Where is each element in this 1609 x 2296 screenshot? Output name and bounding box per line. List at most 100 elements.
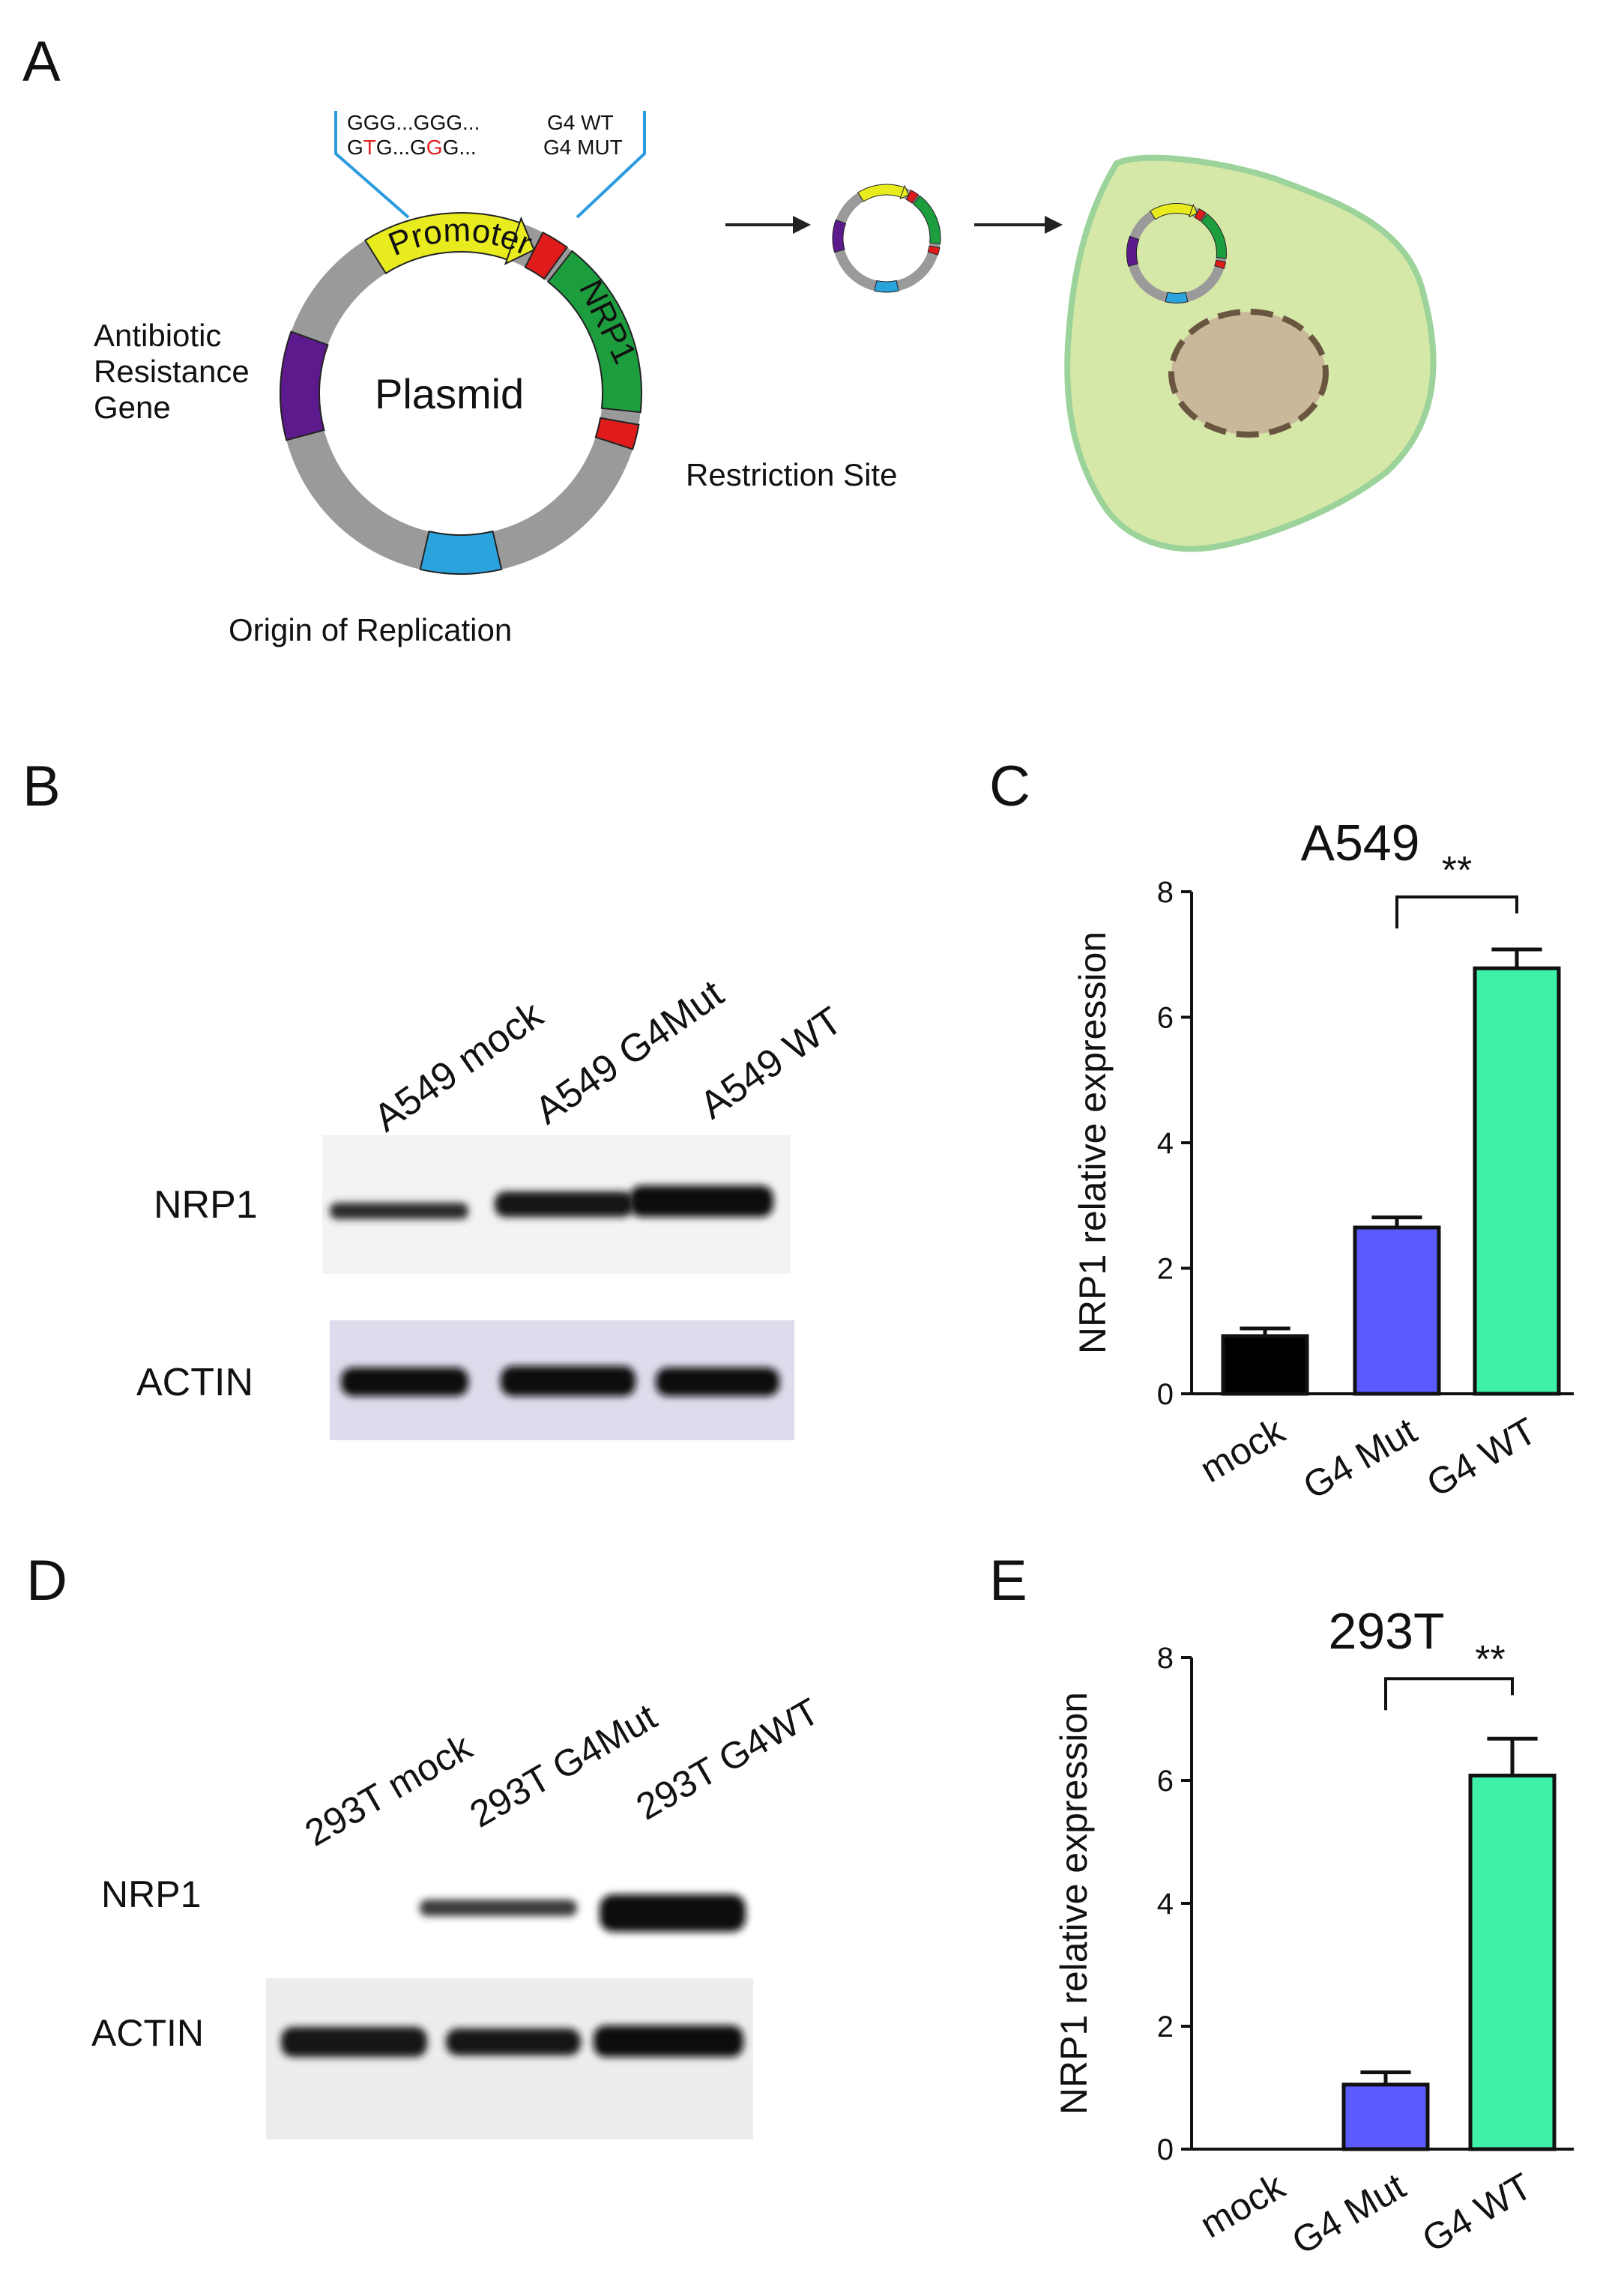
significance-bracket [1395,895,1518,929]
y-tick-label: 6 [1157,1765,1174,1798]
nrp1-segment [1201,213,1228,259]
western-blot-actin-a549 [330,1320,794,1440]
panel-a: A GGG...GGG... GTG...GGG... G4 WT G4 MUT… [22,30,1437,647]
blot-band [600,1894,746,1932]
restriction-site-segment [524,231,569,280]
small-plasmid [832,184,941,293]
blot-band [656,1368,779,1396]
bar-g4-mut [1341,2082,1430,2151]
panel-letter-a: A [22,30,61,94]
restriction-site-label: Restriction Site [686,457,897,492]
y-tick-label: 0 [1157,1378,1174,1411]
lane-label-293t-mock: 293T mock [298,1725,480,1854]
x-tick-label: G4 WT [1415,2165,1539,2261]
row-label-nrp1-d: NRP1 [101,1873,201,1915]
origin-segment [874,280,899,293]
bar-g4-wt [1468,1773,1557,2151]
panel-letter-d: D [26,1549,67,1613]
antibiotic-segment [1126,235,1140,267]
origin-segment [1165,291,1189,303]
x-tick-label: mock [1193,1410,1292,1491]
y-tick-label: 8 [1157,1642,1174,1675]
chart-title: 293T [1329,1603,1445,1660]
promoter-arrowhead [504,216,535,265]
western-blot-nrp1-a549 [322,1135,791,1274]
blot-band [495,1191,633,1217]
y-tick-label: 6 [1157,1002,1174,1035]
restriction-site-segment [905,190,920,204]
panel-letter-e: E [989,1549,1027,1613]
x-tick-label: G4 Mut [1296,1410,1424,1508]
plasmid-in-cell [1126,203,1228,303]
arrow-2 [974,216,1063,234]
label-g4-mut-text: G4 MUT [543,136,623,159]
blot-band [281,2027,427,2057]
y-tick-label: 2 [1157,1253,1174,1286]
promoter-arrowhead [899,184,910,200]
sequence-mut: GTG...GGG... [347,136,477,159]
panel-letter-b: B [22,755,61,818]
significance-bracket [1384,1677,1514,1711]
y-tick-label: 0 [1157,2133,1174,2166]
y-axis-label: NRP1 relative expression [1072,931,1114,1354]
promoter-segment [857,184,906,202]
row-label-actin-d: ACTIN [91,2012,204,2054]
antibiotic-segment [280,330,329,441]
lane-label-293t-g4wt: 293T G4WT [630,1690,827,1828]
row-label-actin-b: ACTIN [136,1361,253,1404]
panel-d: D 293T mock 293T G4Mut 293T G4WT NRP1 AC… [26,1549,827,2139]
y-tick-label: 4 [1157,1127,1174,1160]
antibiotic-label-line3: Gene [94,390,171,425]
blot-band [501,1366,636,1396]
restriction-site-segment [927,245,941,256]
blot-band [630,1185,773,1217]
blot-band [330,1203,468,1219]
restriction-site-segment [1194,208,1207,222]
y-tick-label: 8 [1157,876,1174,909]
significance-label: ** [1442,849,1472,892]
y-axis-label: NRP1 relative expression [1053,1692,1095,2115]
plasmid-label: Plasmid [375,370,524,417]
panel-b: B A549 mock A549 G4Mut A549 WT NRP1 ACTI… [22,755,850,1440]
nrp1-segment [546,250,642,414]
y-tick-label: 4 [1157,1888,1174,1921]
y-tick-label: 2 [1157,2010,1174,2043]
antibiotic-label-line1: Antibiotic [94,318,221,353]
panel-letter-c: C [989,755,1030,818]
x-tick-label: mock [1193,2165,1292,2247]
blot-band [446,2028,581,2055]
promoter-label: Promoter [384,212,537,264]
blot-band [341,1368,468,1396]
origin-segment [419,530,503,575]
x-tick-label: G4 WT [1419,1410,1543,1505]
row-label-nrp1-b: NRP1 [154,1183,258,1227]
bar-g4-mut [1353,1225,1441,1396]
chart-title: A549 [1301,815,1420,871]
label-g4-wt: G4 WT [547,111,614,134]
significance-label: ** [1475,1638,1505,1682]
blot-band [594,2025,743,2057]
bar-mock [1221,1334,1309,1396]
lane-label-a549-mock: A549 mock [366,993,552,1141]
promoter-arrowhead [1188,203,1198,218]
restriction-site-segment [1214,259,1227,270]
nucleus [1168,309,1329,438]
western-blot-nrp1-293t [420,1894,746,1932]
callout-line-right [576,111,646,219]
antibiotic-segment [832,219,847,253]
arrow-1 [725,216,811,234]
lane-label-a549-g4mut: A549 G4Mut [528,972,732,1133]
x-tick-label: G4 Mut [1285,2165,1413,2263]
western-blot-actin-293t [266,1978,753,2139]
origin-label: Origin of Replication [229,612,512,647]
blot-band [420,1900,577,1916]
sequence-wt: GGG...GGG... [347,111,480,134]
restriction-site-segment [594,417,640,450]
lane-label-293t-g4mut: 293T G4Mut [463,1695,664,1835]
callout-line-left [334,111,410,219]
